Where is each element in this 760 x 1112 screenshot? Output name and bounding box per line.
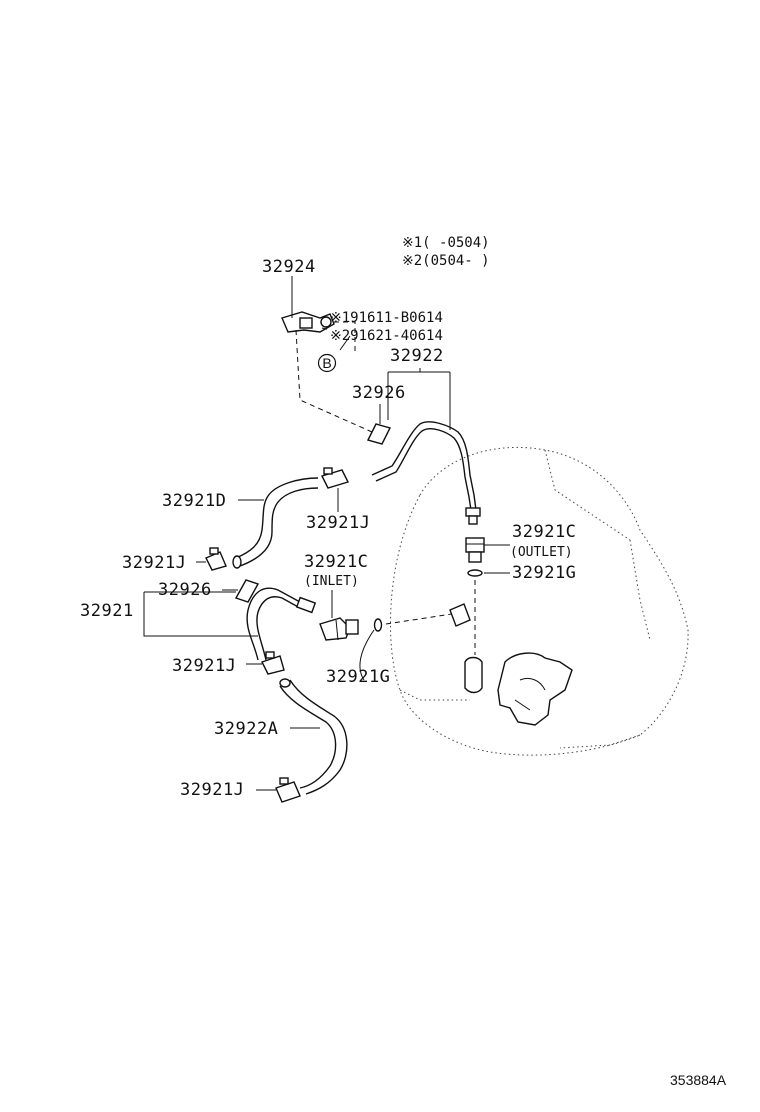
- marker-b: B: [317, 353, 337, 373]
- label-32921C-outlet: 32921C: [512, 522, 576, 542]
- clamp-32924[interactable]: [281, 311, 335, 333]
- hose-32921D[interactable]: [232, 477, 319, 569]
- label-32922: 32922: [390, 346, 444, 366]
- clip-32921J-left[interactable]: [205, 547, 227, 571]
- gasket-32921G-right[interactable]: [467, 569, 483, 577]
- label-32921J-left: 32921J: [122, 553, 186, 573]
- label-32921J-bottom: 32921J: [180, 780, 244, 800]
- hose-32922A[interactable]: [279, 678, 348, 795]
- housing-port-inlet: [449, 603, 471, 627]
- gasket-32921G-low[interactable]: [373, 618, 383, 632]
- transmission-bracket: [497, 652, 573, 726]
- label-32921G-right: 32921G: [512, 563, 576, 583]
- label-32921C-inlet: 32921C: [304, 552, 368, 572]
- label-32922A: 32922A: [214, 719, 278, 739]
- transmission-housing: [389, 446, 689, 756]
- clip-32921J-bottom[interactable]: [275, 777, 301, 803]
- sleeve-32926-mid[interactable]: [234, 579, 260, 603]
- cooler-pipe-32922[interactable]: [371, 421, 481, 525]
- label-outlet: (OUTLET): [510, 545, 573, 560]
- bolt-number-2: ※291621-40614: [330, 328, 443, 344]
- housing-port: [464, 656, 483, 694]
- reference-code: 353884A: [670, 1072, 727, 1088]
- hose-32921[interactable]: [246, 587, 317, 661]
- label-32921: 32921: [80, 601, 134, 621]
- clip-32921J-low[interactable]: [261, 651, 285, 675]
- label-32921J-mid: 32921J: [306, 513, 370, 533]
- svg-text:B: B: [322, 355, 331, 371]
- label-32921J-low: 32921J: [172, 656, 236, 676]
- note-2: ※2(0504- ): [402, 253, 490, 269]
- label-32921G-low: 32921G: [326, 667, 390, 687]
- sleeve-32926-top[interactable]: [366, 423, 392, 445]
- label-32921D: 32921D: [162, 491, 226, 511]
- note-1: ※1( -0504): [402, 235, 490, 251]
- label-32926-mid: 32926: [158, 580, 212, 600]
- fitting-32921C-inlet[interactable]: [319, 617, 359, 641]
- clip-32921J-mid[interactable]: [321, 467, 349, 489]
- bolt-number-1: ※191611-B0614: [330, 310, 443, 326]
- fitting-32921C-outlet[interactable]: [465, 537, 485, 563]
- label-32926-top: 32926: [352, 383, 406, 403]
- label-32924: 32924: [262, 257, 316, 277]
- label-inlet: (INLET): [304, 574, 359, 589]
